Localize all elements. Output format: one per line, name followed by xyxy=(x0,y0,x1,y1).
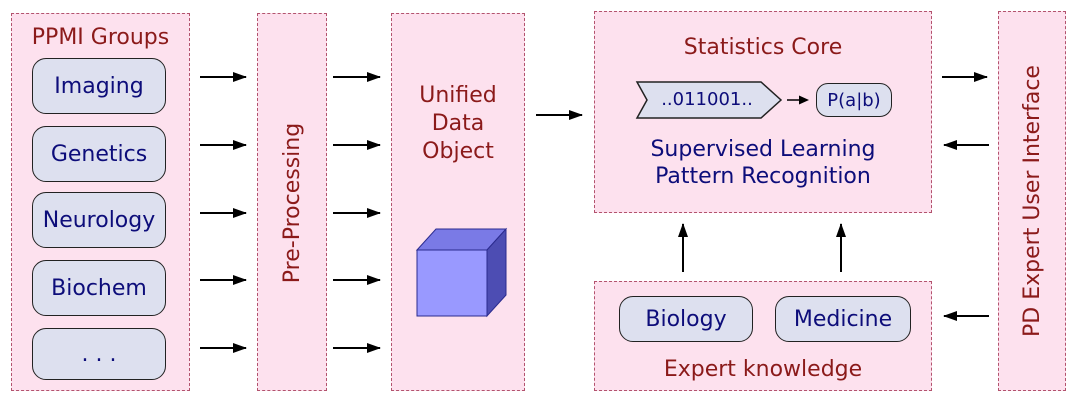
binary-flow-graphic xyxy=(635,81,809,119)
expert-biology: Biology xyxy=(619,296,753,342)
unified-data-object-panel: Unified Data Object xyxy=(391,13,525,391)
pattern-recognition-text: Pattern Recognition xyxy=(655,164,871,189)
group-neurology: Neurology xyxy=(32,192,166,248)
group-biochem: Biochem xyxy=(32,260,166,316)
group-more: . . . xyxy=(32,328,166,380)
unified-line-2: Data xyxy=(431,111,485,136)
preprocessing-panel: Pre-Processing xyxy=(257,13,327,391)
probability-label: P(a|b) xyxy=(827,89,881,111)
cube-icon xyxy=(415,227,508,318)
group-genetics: Genetics xyxy=(32,126,166,182)
pd-expert-ui-panel: PD Expert User Interface xyxy=(998,11,1066,391)
supervised-learning-text: Supervised Learning xyxy=(650,137,876,162)
group-imaging: Imaging xyxy=(32,58,166,114)
expert-knowledge-label: Expert knowledge xyxy=(663,357,863,382)
ppmi-groups-panel: PPMI Groups Imaging Genetics Neurology B… xyxy=(11,13,190,391)
unified-line-1: Unified xyxy=(419,83,497,108)
statistics-core-title: Statistics Core xyxy=(683,35,843,60)
expert-medicine: Medicine xyxy=(775,296,911,342)
expert-knowledge-panel: Biology Medicine Expert knowledge xyxy=(594,281,932,391)
unified-line-3: Object xyxy=(422,139,494,164)
binary-stream-label: ..011001.. xyxy=(661,89,753,110)
statistics-core-panel: Statistics Core ..011001.. P(a|b) Superv… xyxy=(594,11,932,213)
probability-box: P(a|b) xyxy=(816,83,892,117)
ppmi-groups-title: PPMI Groups xyxy=(31,25,170,50)
